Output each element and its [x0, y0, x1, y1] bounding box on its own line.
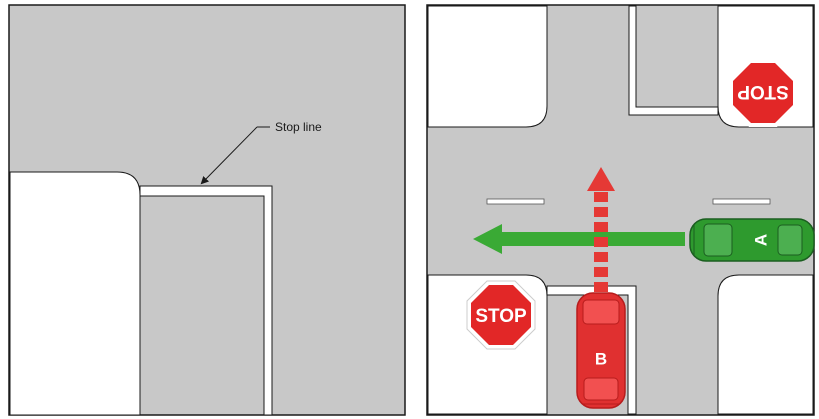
car-a: A — [689, 218, 815, 262]
right-panel: STOP STOP A — [426, 4, 815, 416]
car-b-label: B — [595, 349, 607, 368]
car-b: B — [576, 292, 626, 409]
stop-sign-bottom: STOP — [466, 280, 536, 350]
stop-line-bottom — [546, 285, 637, 415]
lane-dash-right — [712, 198, 771, 205]
stop-line-label: Stop line — [275, 120, 322, 134]
stop-sign-top: STOP — [729, 59, 797, 127]
stop-line-callout-arrow — [200, 126, 258, 185]
stop-sign-bottom-text: STOP — [475, 306, 527, 327]
lane-dash-left — [486, 198, 545, 205]
block-top-left — [427, 5, 548, 128]
car-a-label: A — [751, 234, 770, 246]
car-a-path-arrow — [473, 224, 685, 254]
left-corner-block — [9, 171, 141, 416]
left-panel: Stop line — [8, 4, 406, 416]
block-bottom-right — [717, 274, 814, 415]
stop-sign-top-text: STOP — [737, 81, 789, 102]
car-b-path-arrow — [587, 167, 615, 292]
stop-line-top — [628, 5, 719, 116]
